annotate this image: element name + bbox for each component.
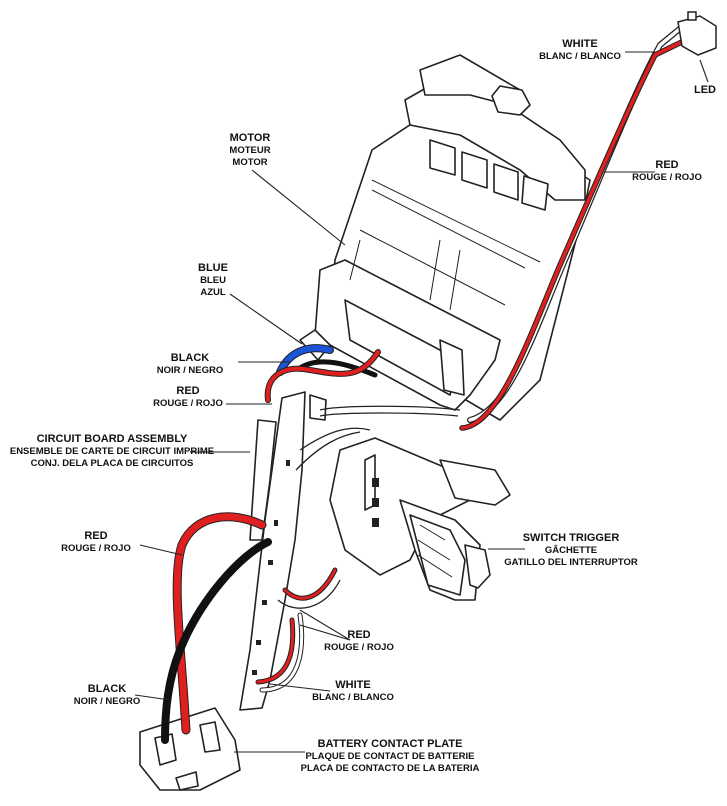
label-red-bottom-sub-0: ROUGE / ROJO: [324, 642, 394, 653]
label-black-mid-sub-0: NOIR / NEGRO: [157, 365, 224, 376]
label-battery-plate-sub-1: PLACA DE CONTACTO DE LA BATERIA: [301, 763, 480, 774]
label-white-top-main: WHITE: [562, 38, 597, 50]
label-circuit-board-main: CIRCUIT BOARD ASSEMBLY: [37, 433, 188, 445]
label-circuit-board-sub-0: ENSEMBLE DE CARTE DE CIRCUIT IMPRIME: [10, 446, 214, 457]
circuit-board: [239, 391, 327, 711]
label-circuit-board-sub-1: CONJ. DELA PLACA DE CIRCUITOS: [31, 458, 194, 469]
label-black-bottom-sub-0: NOIR / NEGRO: [74, 696, 141, 707]
label-motor-main: MOTOR: [230, 132, 271, 144]
label-switch-trigger-sub-0: GÂCHETTE: [545, 544, 597, 556]
led-connector: [677, 11, 717, 56]
label-red-left-sub-0: ROUGE / ROJO: [61, 543, 131, 554]
label-switch-trigger-sub-1: GATILLO DEL INTERRUPTOR: [504, 557, 638, 568]
label-black-mid-main: BLACK: [171, 352, 210, 364]
label-red-top-sub-0: ROUGE / ROJO: [632, 172, 702, 183]
label-red-mid-sub-0: ROUGE / ROJO: [153, 398, 223, 409]
label-blue-main: BLUE: [198, 262, 228, 274]
label-black-bottom-main: BLACK: [88, 683, 127, 695]
label-white-bottom-main: WHITE: [335, 679, 370, 691]
label-led: LED: [694, 84, 716, 96]
label-red-bottom-main: RED: [347, 629, 370, 641]
label-led-main: LED: [694, 84, 716, 96]
battery-contact-plate: [139, 707, 241, 791]
label-blue-sub-0: BLEU: [200, 275, 226, 286]
label-white-bottom-sub-0: BLANC / BLANCO: [312, 692, 394, 703]
label-battery-plate-sub-0: PLAQUE DE CONTACT DE BATTERIE: [305, 751, 474, 762]
leader-lines: [134, 51, 709, 753]
label-switch-trigger-main: SWITCH TRIGGER: [523, 532, 620, 544]
label-white-top-sub-0: BLANC / BLANCO: [539, 51, 621, 62]
label-red-top-main: RED: [655, 159, 678, 171]
switch-trigger: [329, 437, 511, 601]
label-red-left-main: RED: [84, 530, 107, 542]
label-blue-sub-1: AZUL: [200, 287, 226, 298]
label-battery-plate-main: BATTERY CONTACT PLATE: [318, 738, 463, 750]
label-motor-sub-1: MOTOR: [232, 157, 267, 168]
label-red-mid-main: RED: [176, 385, 199, 397]
label-motor-sub-0: MOTEUR: [229, 145, 270, 156]
motor-body: [299, 54, 591, 421]
